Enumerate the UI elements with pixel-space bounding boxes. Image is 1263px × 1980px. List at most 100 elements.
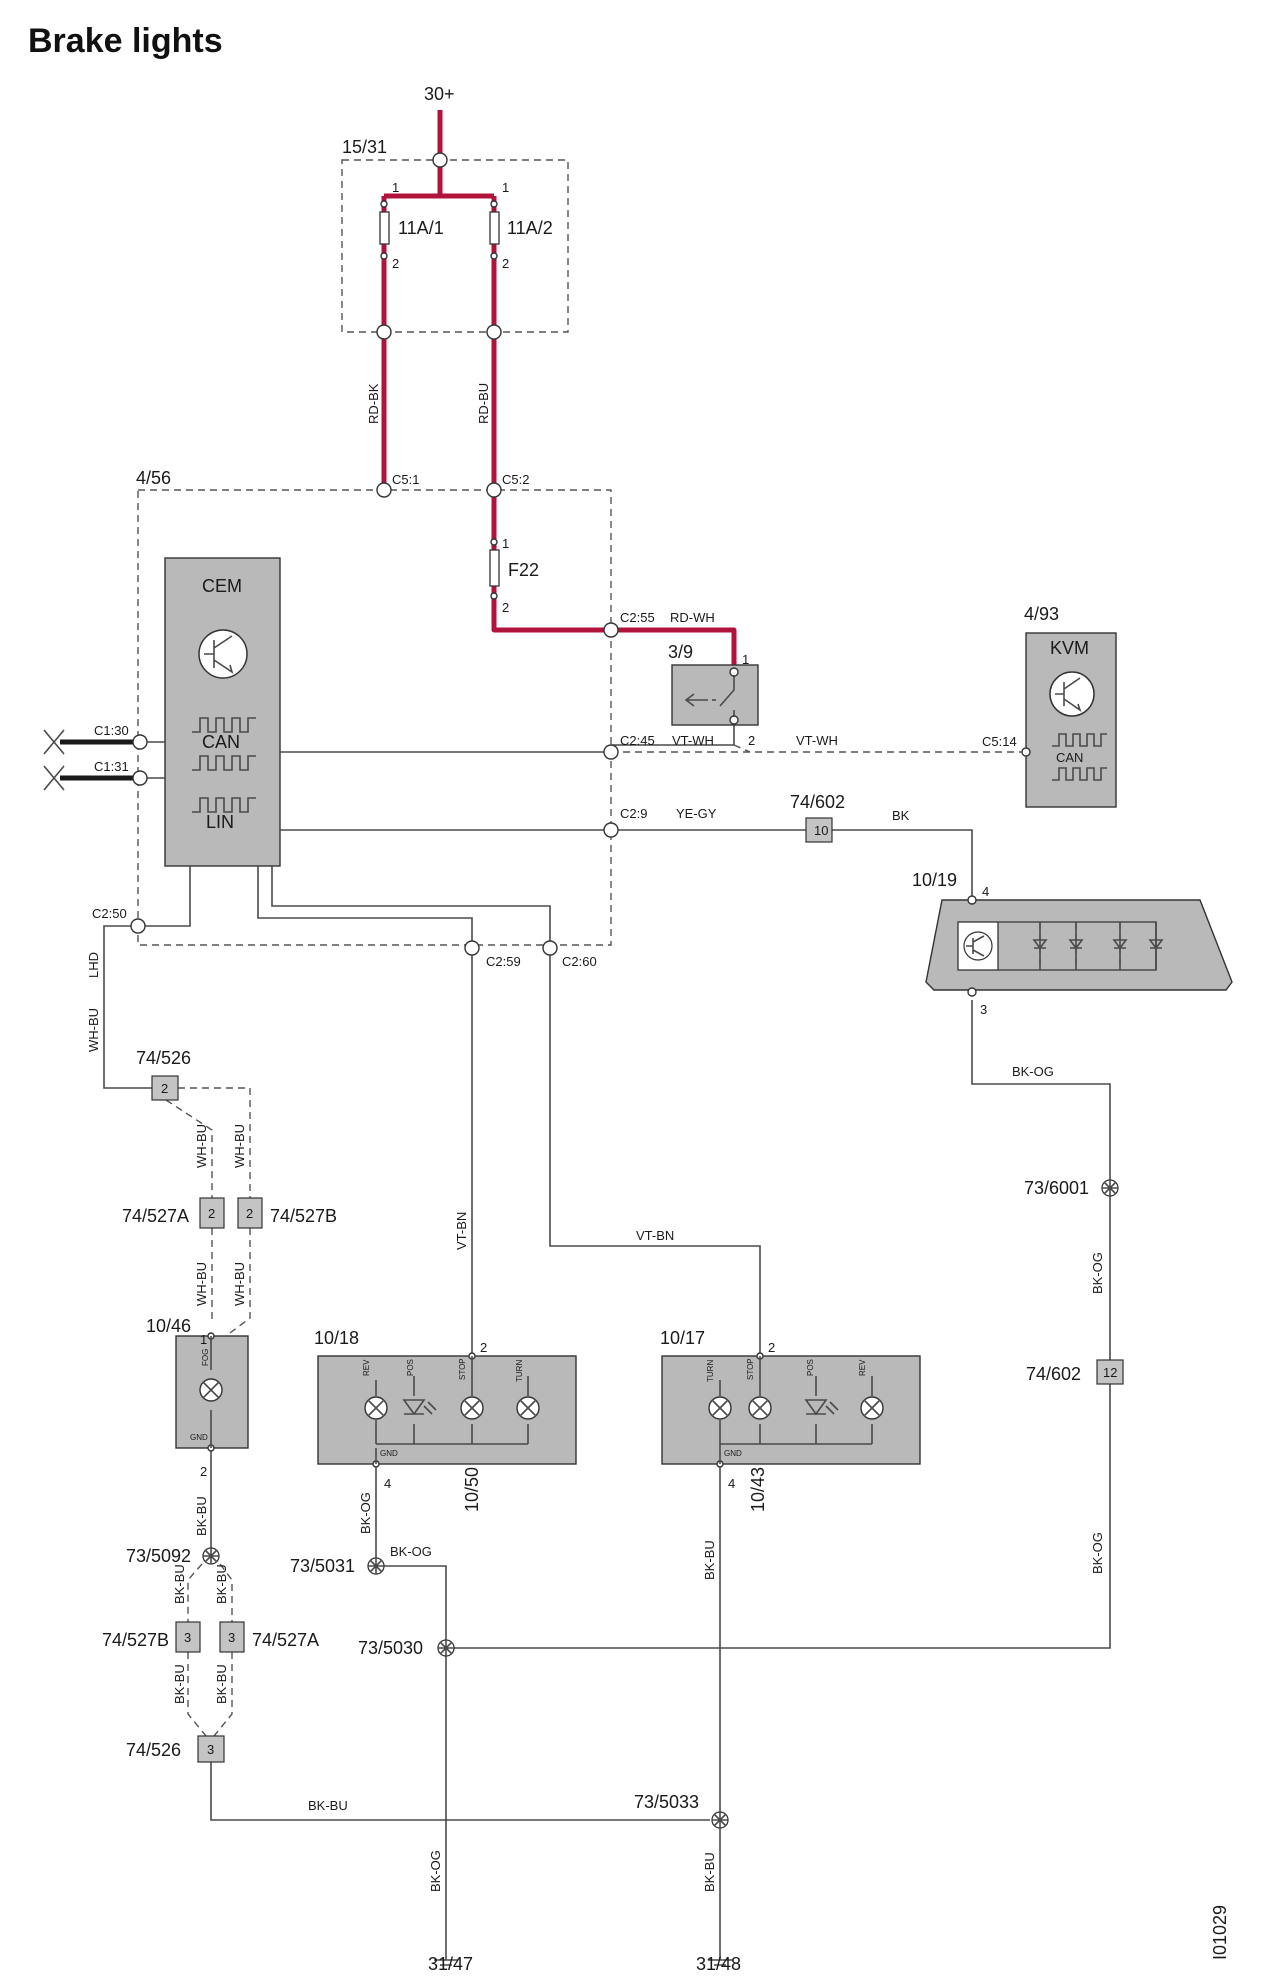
kvm-module bbox=[1025, 632, 1117, 808]
splices bbox=[202, 1179, 1119, 1829]
wire-color-label: VT-BN bbox=[636, 1228, 674, 1243]
lamp-function-label: FOG bbox=[201, 1349, 210, 1366]
right-lamp-bulbs bbox=[708, 1356, 884, 1464]
wire-color-label: BK-BU bbox=[194, 1496, 209, 1536]
pin-label: 1 bbox=[392, 180, 399, 195]
fusebox-outline bbox=[341, 159, 569, 333]
lamp-function-label: STOP bbox=[746, 1358, 755, 1380]
connector-label: 74/527B bbox=[102, 1630, 169, 1650]
switch-id: 3/9 bbox=[668, 642, 693, 662]
transistor-icon bbox=[1049, 671, 1095, 717]
ground-label: 31/47 bbox=[428, 1954, 473, 1974]
pin-label: 1 bbox=[502, 180, 509, 195]
component-id: 10/46 bbox=[146, 1316, 191, 1336]
pin-label: 12 bbox=[1103, 1365, 1117, 1380]
connector-label: C2:45 bbox=[620, 733, 655, 748]
wire-color-label: VT-WH bbox=[796, 733, 838, 748]
wire-color-label: BK-BU bbox=[308, 1798, 348, 1813]
connector-label: 74/602 bbox=[790, 792, 845, 812]
connector-label: C5:2 bbox=[502, 472, 529, 487]
lamp-function-label: REV bbox=[362, 1359, 371, 1376]
connector-label: 74/526 bbox=[126, 1740, 181, 1760]
connector-pins bbox=[130, 152, 1031, 956]
wire-color-label: YE-GY bbox=[676, 806, 717, 821]
connector-74-526 bbox=[197, 1735, 225, 1763]
connector-label: 74/527A bbox=[252, 1630, 319, 1650]
cem-label: CEM bbox=[202, 576, 242, 596]
wire-color-label: WH-BU bbox=[232, 1124, 247, 1168]
left-lamp-bulbs bbox=[364, 1356, 540, 1464]
wire-color-label: BK-OG bbox=[1090, 1532, 1105, 1574]
pin-label: 3 bbox=[980, 1002, 987, 1017]
connector-74-527a bbox=[219, 1621, 245, 1653]
pin-label: 1 bbox=[502, 536, 509, 551]
connector-74-527a bbox=[199, 1197, 225, 1229]
connector-label: C2:50 bbox=[92, 906, 127, 921]
splice-label: 73/5031 bbox=[290, 1556, 355, 1576]
connector-label: C2:59 bbox=[486, 954, 521, 969]
component-id: 10/18 bbox=[314, 1328, 359, 1348]
splice-label: 73/5030 bbox=[358, 1638, 423, 1658]
cem-can-label: CAN bbox=[202, 732, 240, 752]
wire-color-label: BK-BU bbox=[214, 1564, 229, 1604]
connector-74-602 bbox=[805, 817, 833, 843]
fuse-11a-1-label: 11A/1 bbox=[398, 218, 444, 238]
lamp-function-label: GND bbox=[190, 1433, 208, 1442]
fuse-11a-2 bbox=[489, 211, 500, 245]
ground-label: 31/48 bbox=[696, 1954, 741, 1974]
wire-color-label: BK bbox=[892, 808, 910, 823]
cem-module bbox=[164, 557, 281, 867]
wire-color-label: LHD bbox=[86, 952, 101, 978]
connector-74-527b bbox=[237, 1197, 263, 1229]
module-box-outline bbox=[137, 489, 612, 946]
pin-label: 4 bbox=[728, 1476, 735, 1491]
wire-color-label: WH-BU bbox=[86, 1008, 101, 1052]
connector-74-526 bbox=[151, 1075, 179, 1101]
connector-label: 74/527B bbox=[270, 1206, 337, 1226]
fuse-11a-1 bbox=[379, 211, 390, 245]
wire-color-label: BK-BU bbox=[702, 1540, 717, 1580]
pin-label: 2 bbox=[502, 600, 509, 615]
can-wave-icon bbox=[192, 717, 256, 771]
wire-color-label: BK-BU bbox=[172, 1664, 187, 1704]
supply-label: 30+ bbox=[424, 84, 455, 104]
pin-label: 2 bbox=[768, 1340, 775, 1355]
component-id: 10/43 bbox=[748, 1467, 768, 1512]
fusebox-id: 15/31 bbox=[342, 137, 387, 157]
wire-color-label: WH-BU bbox=[194, 1124, 209, 1168]
splice-label: 73/5092 bbox=[126, 1546, 191, 1566]
pin-label: 2 bbox=[161, 1081, 168, 1096]
pin-label: 2 bbox=[748, 733, 755, 748]
pin-label: 3 bbox=[184, 1630, 191, 1645]
lamp-function-label: POS bbox=[806, 1359, 815, 1376]
module-box-id: 4/56 bbox=[136, 468, 171, 488]
lamp-function-label: GND bbox=[380, 1449, 398, 1458]
can-wave-icon bbox=[1052, 733, 1107, 781]
splice-label: 73/5033 bbox=[634, 1792, 699, 1812]
component-id: 10/19 bbox=[912, 870, 957, 890]
wire-color-label: BK-BU bbox=[172, 1564, 187, 1604]
connector-label: C5:14 bbox=[982, 734, 1017, 749]
fuse-f22 bbox=[489, 549, 500, 587]
pin-label: 2 bbox=[480, 1340, 487, 1355]
lamp-function-label: TURN bbox=[515, 1360, 524, 1382]
signal-wires bbox=[103, 725, 1111, 1948]
pin-label: 2 bbox=[502, 256, 509, 271]
document-id: I01029 bbox=[1210, 1905, 1230, 1960]
splice-label: 73/6001 bbox=[1024, 1178, 1089, 1198]
wire-color-label: BK-OG bbox=[1012, 1064, 1054, 1079]
transistor-icon bbox=[963, 931, 993, 961]
kvm-can-label: CAN bbox=[1056, 750, 1083, 765]
lamp-function-label: TURN bbox=[706, 1360, 715, 1382]
wire-color-label: RD-BK bbox=[366, 383, 381, 424]
lamp-function-label: STOP bbox=[458, 1358, 467, 1380]
pin-label: 1 bbox=[742, 652, 749, 667]
pin-label: 4 bbox=[384, 1476, 391, 1491]
lin-wave-icon bbox=[192, 797, 256, 813]
fuse-f22-label: F22 bbox=[508, 560, 539, 580]
pin-label: 10 bbox=[814, 823, 828, 838]
wire-color-label: WH-BU bbox=[232, 1262, 247, 1306]
wire-color-label: BK-BU bbox=[214, 1664, 229, 1704]
pin-label: 2 bbox=[392, 256, 399, 271]
